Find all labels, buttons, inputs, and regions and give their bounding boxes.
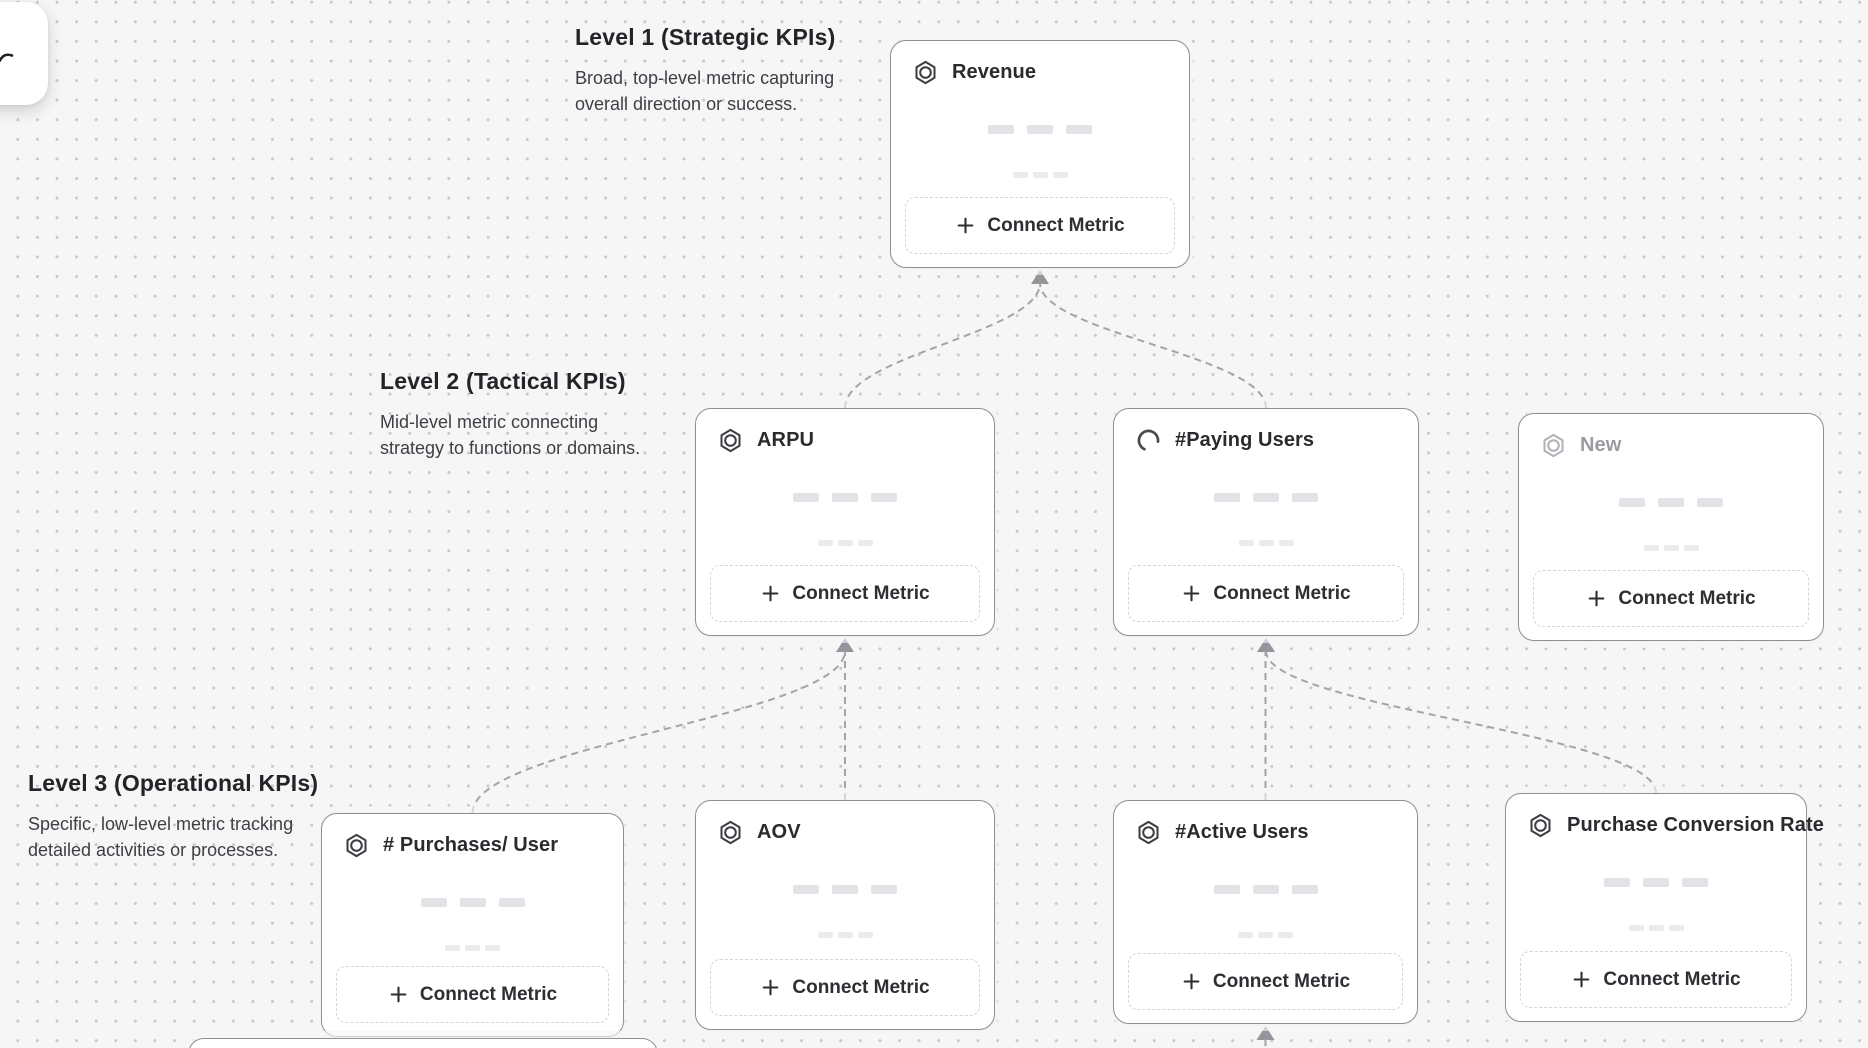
metric-hexagon-icon	[912, 59, 939, 86]
level-3-description: detailed activities or processes.	[28, 840, 279, 860]
metric-card-title: Revenue	[952, 61, 1037, 83]
skeleton-placeholder-row	[1114, 885, 1417, 894]
metric-card-header: # Purchases/ User	[322, 814, 623, 859]
plus-icon	[1571, 969, 1592, 990]
metric-card-revenue[interactable]: Revenue Connect Metric	[890, 40, 1190, 268]
metric-hexagon-icon	[1135, 819, 1162, 846]
metric-card-title: Purchase Conversion Rate	[1567, 814, 1824, 836]
metric-card-title: #Paying Users	[1175, 429, 1315, 451]
skeleton-placeholder-row	[1114, 493, 1418, 502]
metric-card-new[interactable]: New Connect Metric	[1518, 413, 1824, 641]
metric-card-partial-offscreen[interactable]	[188, 1038, 658, 1048]
plus-icon	[955, 215, 976, 236]
metric-card-header: AOV	[696, 801, 994, 846]
connect-metric-button[interactable]: Connect Metric	[905, 197, 1175, 254]
metric-card-purchases-per-user[interactable]: # Purchases/ User Connect Metric	[321, 813, 624, 1037]
metric-card-header: ARPU	[696, 409, 994, 454]
metric-card-header: Revenue	[891, 41, 1189, 86]
connect-metric-label: Connect Metric	[792, 976, 930, 998]
plus-icon	[1181, 971, 1202, 992]
metric-card-active-users[interactable]: #Active Users Connect Metric	[1113, 800, 1418, 1024]
metric-card-aov[interactable]: AOV Connect Metric	[695, 800, 995, 1030]
level-3-title: Level 3 (Operational KPIs)	[28, 770, 319, 796]
connect-metric-label: Connect Metric	[1603, 968, 1741, 990]
cursor-tool-icon	[0, 48, 15, 65]
metric-hexagon-icon	[1527, 812, 1554, 839]
connect-metric-button[interactable]: Connect Metric	[1533, 570, 1809, 627]
metric-card-title: AOV	[757, 821, 801, 843]
skeleton-placeholder-row	[696, 493, 994, 502]
metric-card-arpu[interactable]: ARPU Connect Metric	[695, 408, 995, 636]
loading-spinner-icon	[1135, 427, 1162, 454]
level-3-description: Specific, low-level metric tracking	[28, 814, 294, 834]
skeleton-placeholder-row	[891, 125, 1189, 134]
connect-metric-label: Connect Metric	[792, 582, 930, 604]
metric-card-title: ARPU	[757, 429, 815, 451]
skeleton-placeholder-row-small	[696, 540, 994, 546]
metric-card-title: # Purchases/ User	[383, 834, 559, 856]
plus-icon	[760, 583, 781, 604]
connect-metric-label: Connect Metric	[987, 214, 1125, 236]
connect-metric-button[interactable]: Connect Metric	[1128, 953, 1403, 1010]
metric-card-header: #Paying Users	[1114, 409, 1418, 454]
plus-icon	[1181, 583, 1202, 604]
skeleton-placeholder-row-small	[1114, 932, 1417, 938]
connect-metric-label: Connect Metric	[1213, 582, 1351, 604]
level-1-description: Broad, top-level metric capturing	[575, 68, 835, 88]
skeleton-placeholder-row	[1506, 878, 1806, 887]
connect-metric-label: Connect Metric	[1618, 587, 1756, 609]
level-2-title: Level 2 (Tactical KPIs)	[380, 368, 626, 394]
metric-card-header: Purchase Conversion Rate	[1506, 794, 1824, 839]
metric-card-header: #Active Users	[1114, 801, 1417, 846]
level-1-title: Level 1 (Strategic KPIs)	[575, 24, 836, 50]
connect-metric-label: Connect Metric	[1212, 970, 1351, 992]
metric-hexagon-icon	[1540, 432, 1567, 459]
connect-metric-button[interactable]: Connect Metric	[710, 565, 980, 622]
skeleton-placeholder-row	[322, 898, 623, 907]
level-3-label: Level 3 (Operational KPIs) Specific, low…	[28, 770, 318, 863]
metric-card-paying-users[interactable]: #Paying Users Connect Metric	[1113, 408, 1419, 636]
level-2-description: Mid-level metric connecting	[380, 412, 599, 432]
skeleton-placeholder-row-small	[891, 172, 1189, 178]
level-1-label: Level 1 (Strategic KPIs) Broad, top-leve…	[575, 24, 835, 117]
skeleton-placeholder-row	[696, 885, 994, 894]
metric-hexagon-icon	[717, 819, 744, 846]
metric-card-title: #Active Users	[1175, 821, 1309, 843]
skeleton-placeholder-row-small	[322, 945, 623, 951]
plus-icon	[1586, 588, 1607, 609]
connect-metric-button[interactable]: Connect Metric	[710, 959, 980, 1016]
connect-metric-button[interactable]: Connect Metric	[1128, 565, 1404, 622]
skeleton-placeholder-row	[1519, 498, 1823, 507]
level-2-description: strategy to functions or domains.	[380, 438, 641, 458]
metric-hexagon-icon	[343, 832, 370, 859]
metric-hexagon-icon	[717, 427, 744, 454]
floating-toolbar-partial[interactable]	[0, 2, 48, 105]
skeleton-placeholder-row-small	[1114, 540, 1418, 546]
skeleton-placeholder-row-small	[696, 932, 994, 938]
connect-metric-button[interactable]: Connect Metric	[1520, 951, 1792, 1008]
plus-icon	[760, 977, 781, 998]
plus-icon	[388, 984, 409, 1005]
skeleton-placeholder-row-small	[1506, 925, 1806, 931]
metric-card-header: New	[1519, 414, 1823, 459]
connect-metric-label: Connect Metric	[419, 983, 558, 1005]
level-2-label: Level 2 (Tactical KPIs) Mid-level metric…	[380, 368, 640, 461]
level-1-description: overall direction or success.	[575, 94, 798, 114]
metric-card-title: New	[1580, 434, 1622, 456]
metric-card-purchase-conversion-rate[interactable]: Purchase Conversion Rate Connect Metric	[1505, 793, 1824, 1022]
connect-metric-button[interactable]: Connect Metric	[336, 966, 609, 1023]
skeleton-placeholder-row-small	[1519, 545, 1823, 551]
